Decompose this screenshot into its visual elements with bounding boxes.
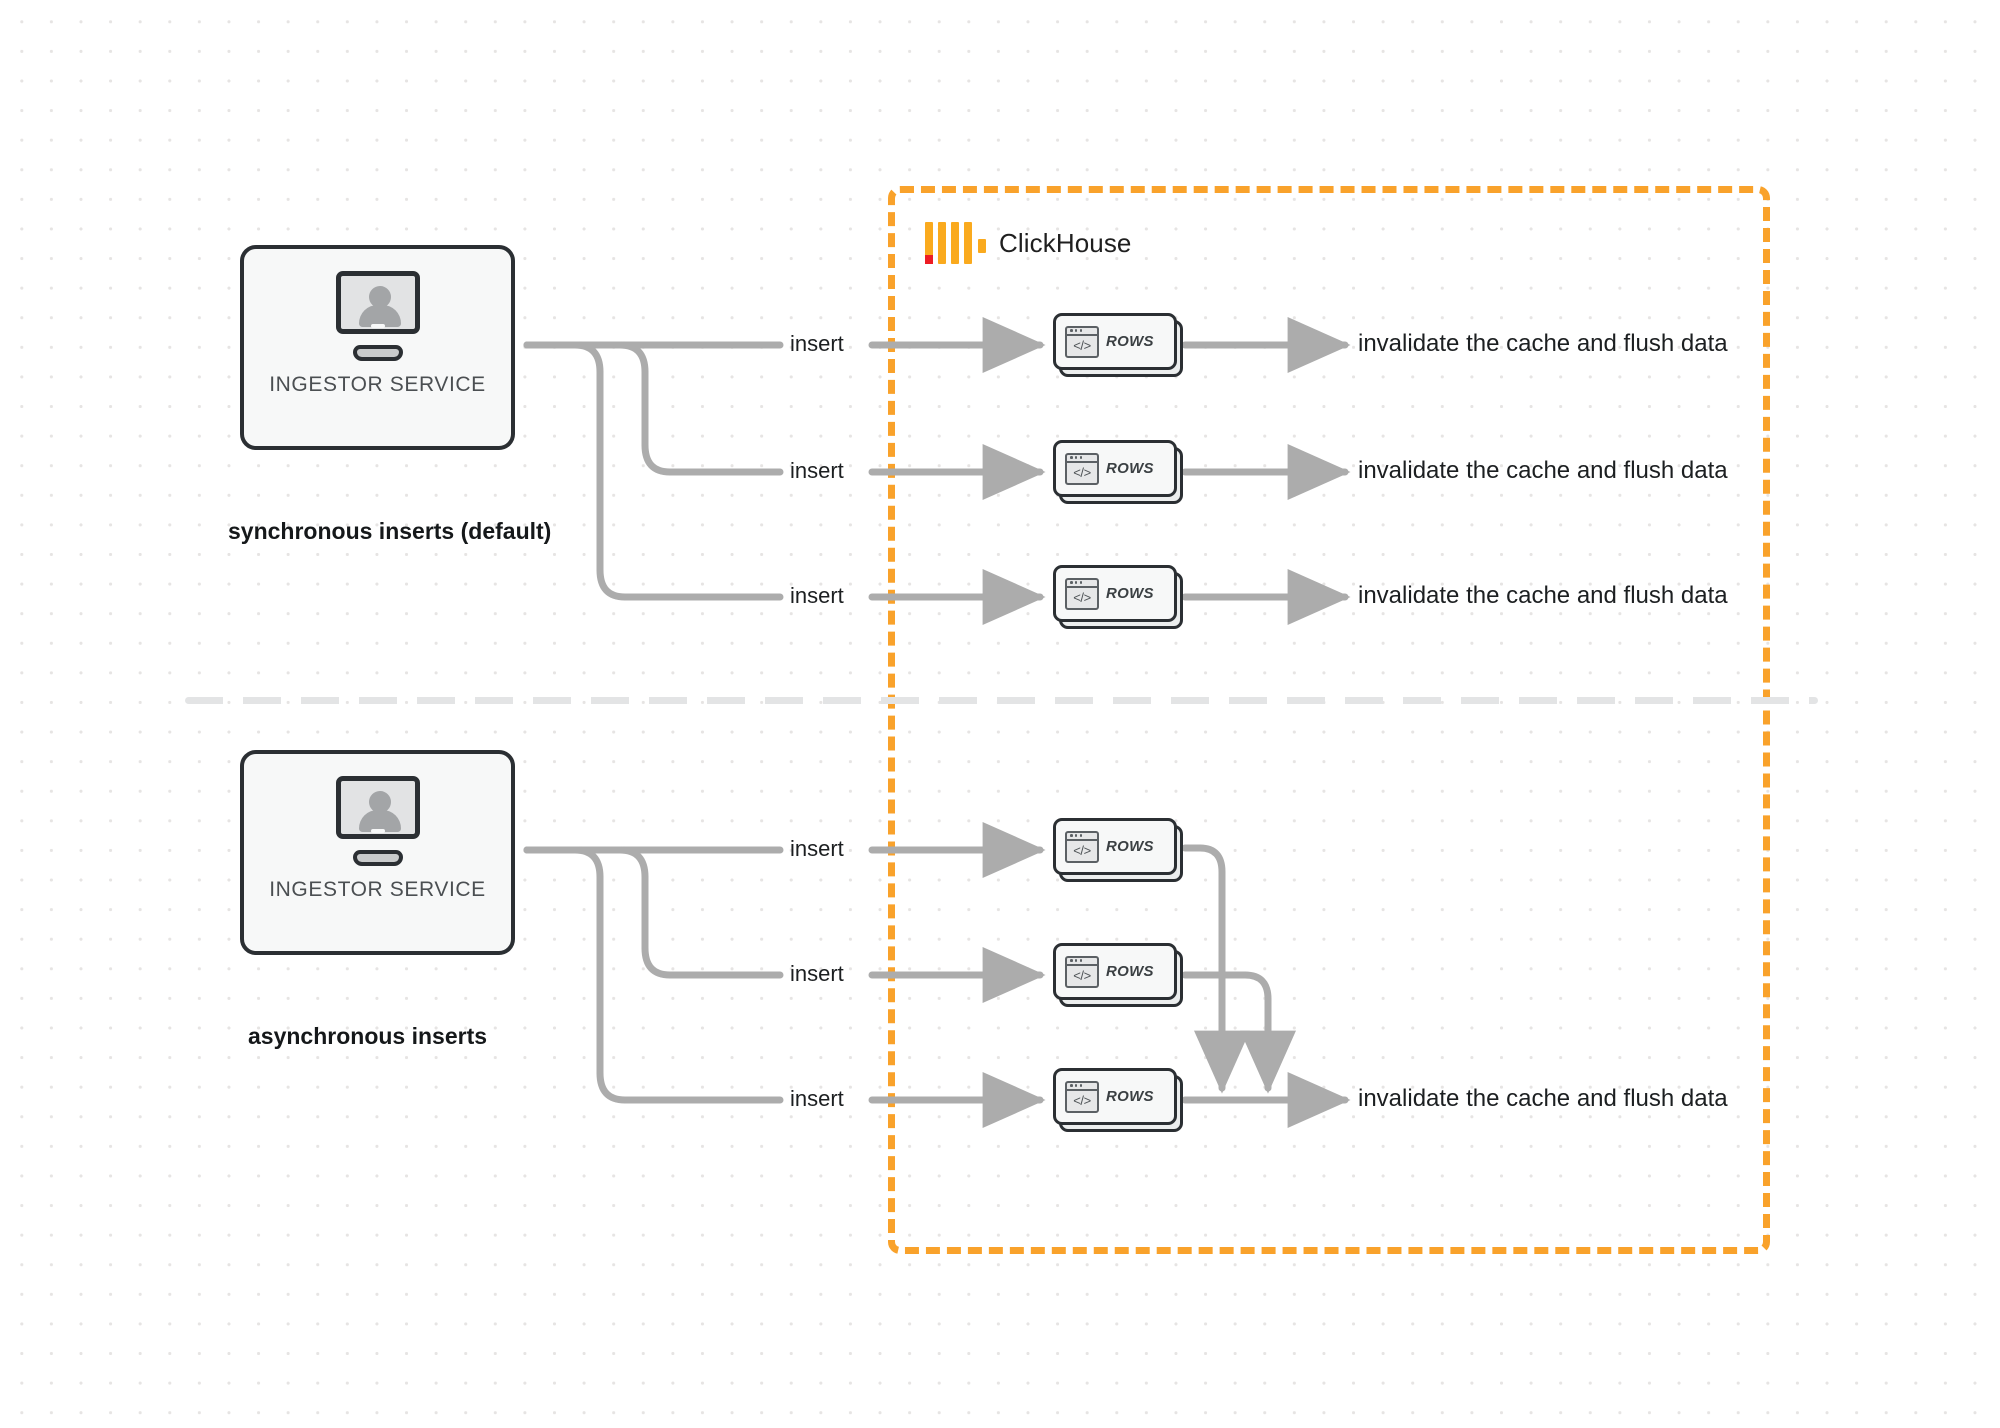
- rows-node-sync-2[interactable]: </> ROWS: [1053, 440, 1183, 504]
- rows-node-async-1[interactable]: </> ROWS: [1053, 818, 1183, 882]
- sink-label-sync-2: invalidate the cache and flush data: [1358, 457, 1728, 484]
- caption-synchronous: synchronous inserts (default): [228, 518, 552, 544]
- edge-label-insert-async-2: insert: [790, 961, 844, 986]
- ingestor-service-sync[interactable]: INGESTOR SERVICE: [240, 245, 515, 450]
- code-window-icon: </>: [1065, 577, 1099, 610]
- caption-asynchronous: asynchronous inserts: [248, 1023, 488, 1049]
- section-divider: [185, 697, 1818, 704]
- rows-node-label: ROWS: [1106, 333, 1154, 350]
- rows-node-label: ROWS: [1106, 460, 1154, 477]
- rows-node-label: ROWS: [1106, 963, 1154, 980]
- rows-node-label: ROWS: [1106, 838, 1154, 855]
- edge-label-insert-sync-1: insert: [790, 331, 844, 356]
- edge-label-insert-sync-2: insert: [790, 458, 844, 483]
- monitor-user-icon: [329, 271, 427, 363]
- sink-label-sync-1: invalidate the cache and flush data: [1358, 330, 1728, 357]
- edge-label-insert-sync-3: insert: [790, 583, 844, 608]
- code-window-icon: </>: [1065, 325, 1099, 358]
- clickhouse-logo-group: ClickHouse: [925, 222, 1132, 264]
- rows-node-sync-1[interactable]: </> ROWS: [1053, 313, 1183, 377]
- sink-label-sync-3: invalidate the cache and flush data: [1358, 582, 1728, 609]
- rows-node-label: ROWS: [1106, 585, 1154, 602]
- code-window-icon: </>: [1065, 830, 1099, 863]
- rows-node-label: ROWS: [1106, 1088, 1154, 1105]
- sink-label-async: invalidate the cache and flush data: [1358, 1085, 1728, 1112]
- clickhouse-label: ClickHouse: [999, 227, 1132, 258]
- code-window-icon: </>: [1065, 955, 1099, 988]
- edge-label-insert-async-3: insert: [790, 1086, 844, 1111]
- ingestor-service-label: INGESTOR SERVICE: [269, 373, 486, 396]
- clickhouse-boundary: [888, 186, 1770, 1254]
- rows-node-sync-3[interactable]: </> ROWS: [1053, 565, 1183, 629]
- rows-node-async-3[interactable]: </> ROWS: [1053, 1068, 1183, 1132]
- code-window-icon: </>: [1065, 1080, 1099, 1113]
- rows-node-async-2[interactable]: </> ROWS: [1053, 943, 1183, 1007]
- ingestor-service-label: INGESTOR SERVICE: [269, 878, 486, 901]
- monitor-user-icon: [329, 776, 427, 868]
- edge-label-insert-async-1: insert: [790, 836, 844, 861]
- clickhouse-logo-icon: [925, 222, 986, 264]
- code-window-icon: </>: [1065, 452, 1099, 485]
- ingestor-service-async[interactable]: INGESTOR SERVICE: [240, 750, 515, 955]
